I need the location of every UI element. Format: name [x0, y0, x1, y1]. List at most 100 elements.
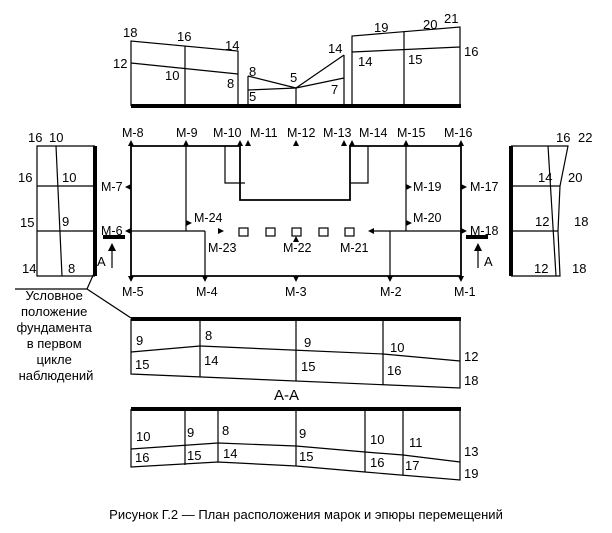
column-square [265, 227, 276, 237]
mark-label-m23: М-23 [208, 241, 237, 255]
section-label: А-А [274, 387, 299, 404]
section-cut-right: А [466, 235, 493, 269]
value-label: 10 [390, 340, 404, 355]
section-cut-letter: А [484, 254, 493, 269]
note-line: цикле [37, 352, 72, 367]
mark-label-m16: М-16 [444, 126, 473, 140]
mark-label-m5: М-5 [122, 285, 144, 299]
value-label: 8 [222, 423, 229, 438]
value-label: 5 [249, 89, 256, 104]
value-label: 16 [18, 170, 32, 185]
mark-label-m10: М-10 [213, 126, 242, 140]
value-label: 5 [290, 70, 297, 85]
value-label: 10 [370, 432, 384, 447]
note-annotation: Условное положение фундамента в первом ц… [15, 270, 132, 383]
value-label: 8 [227, 76, 234, 91]
value-label: 18 [123, 25, 137, 40]
value-label: 9 [304, 335, 311, 350]
value-label: 18 [572, 261, 586, 276]
value-label: 15 [187, 448, 201, 463]
value-label: 14 [358, 54, 372, 69]
right-displacement-diagram: 16 22 14 20 12 18 12 18 [509, 130, 592, 277]
value-label: 20 [568, 170, 582, 185]
value-label: 8 [68, 261, 75, 276]
value-label: 10 [165, 68, 179, 83]
value-label: 15 [135, 357, 149, 372]
bottom-displacement-diagram-1: 9 8 9 10 12 15 14 15 16 18 [130, 317, 478, 389]
mark-label-m22: М-22 [283, 241, 312, 255]
column-square [318, 227, 329, 237]
mark-label-m7: М-7 [101, 180, 123, 194]
value-label: 16 [135, 450, 149, 465]
value-label: 20 [423, 17, 437, 32]
value-label: 10 [62, 170, 76, 185]
value-label: 10 [49, 130, 63, 145]
mark-label-m20: М-20 [413, 211, 442, 225]
mark-label-m21: М-21 [340, 241, 369, 255]
column-square [344, 227, 355, 237]
note-line: положение [21, 304, 87, 319]
value-label: 14 [22, 261, 36, 276]
mark-label-m8: М-8 [122, 126, 144, 140]
value-label: 9 [136, 333, 143, 348]
top-displacement-diagram: 18 16 14 12 10 8 8 5 5 14 7 19 20 21 14 … [113, 11, 478, 108]
mark-label-m11: М-11 [250, 126, 278, 140]
value-label: 21 [444, 11, 458, 26]
value-label: 16 [464, 44, 478, 59]
section-cut-left: А [97, 235, 125, 269]
column-square [291, 227, 302, 237]
value-label: 7 [331, 82, 338, 97]
mark-markers [125, 140, 467, 282]
value-label: 22 [578, 130, 592, 145]
top-block-right [351, 26, 461, 106]
mark-label-m6: М-6 [101, 224, 123, 238]
column-square [238, 227, 249, 237]
note-text: Условное положение фундамента в первом ц… [16, 288, 95, 383]
note-line: фундамента [16, 320, 92, 335]
note-line: в первом [27, 336, 82, 351]
mark-label-m9: М-9 [176, 126, 198, 140]
figure-caption: Рисунок Г.2 — План расположения марок и … [109, 507, 503, 522]
value-label: 16 [387, 363, 401, 378]
value-label: 15 [20, 215, 34, 230]
value-label: 15 [301, 359, 315, 374]
left-displacement-diagram: 16 10 16 10 15 9 14 8 [18, 130, 97, 277]
value-label: 12 [464, 349, 478, 364]
value-label: 18 [464, 373, 478, 388]
mark-label-m12: М-12 [287, 126, 316, 140]
value-label: 14 [225, 38, 239, 53]
mark-label-m13: М-13 [323, 126, 352, 140]
value-label: 8 [205, 328, 212, 343]
mark-label-m2: М-2 [380, 285, 402, 299]
value-label: 14 [538, 170, 552, 185]
note-line: наблюдений [19, 368, 94, 383]
value-label: 9 [62, 214, 69, 229]
value-label: 14 [223, 446, 237, 461]
value-label: 15 [408, 52, 422, 67]
mark-label-m1: М-1 [454, 285, 476, 299]
mark-label-m14: М-14 [359, 126, 388, 140]
mark-label-m4: М-4 [196, 285, 218, 299]
value-label: 14 [204, 353, 218, 368]
value-label: 14 [328, 41, 342, 56]
value-label: 16 [556, 130, 570, 145]
mark-label-m18: М-18 [470, 224, 499, 238]
value-label: 19 [464, 466, 478, 481]
value-label: 12 [535, 214, 549, 229]
mark-label-m24: М-24 [194, 211, 223, 225]
value-label: 16 [370, 455, 384, 470]
value-label: 19 [374, 20, 388, 35]
value-label: 11 [409, 435, 423, 450]
value-label: 16 [28, 130, 42, 145]
value-label: 13 [464, 444, 478, 459]
value-label: 9 [299, 426, 306, 441]
value-label: 15 [299, 449, 313, 464]
mark-label-m15: М-15 [397, 126, 426, 140]
bottom-displacement-diagram-2: 10 9 8 9 10 11 13 16 15 14 15 16 17 19 [130, 407, 478, 481]
value-label: 9 [187, 425, 194, 440]
section-cut-letter: А [97, 254, 106, 269]
mark-label-m3: М-3 [285, 285, 307, 299]
value-label: 17 [405, 458, 419, 473]
value-label: 16 [177, 29, 191, 44]
